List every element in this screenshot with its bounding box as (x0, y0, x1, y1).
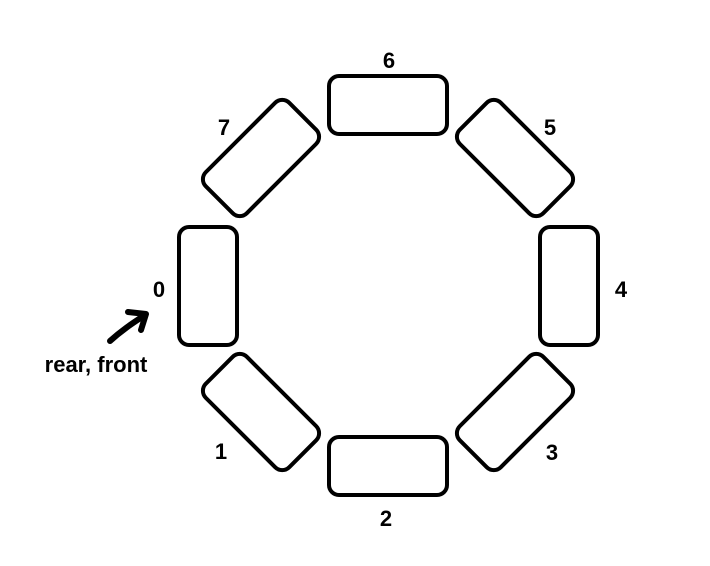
queue-slot-1: 1 (200, 351, 322, 473)
queue-slot-0: 0 (153, 225, 239, 347)
slot-box-2 (327, 435, 449, 497)
slot-index-label-7: 7 (218, 115, 230, 140)
slot-index-label-2: 2 (380, 506, 392, 531)
slot-index-label-3: 3 (546, 440, 558, 465)
slot-box-1 (200, 351, 322, 473)
slot-box-5 (454, 97, 576, 219)
queue-slot-7: 7 (200, 97, 322, 219)
pointer-label: rear, front (45, 352, 148, 377)
pointer-arrow (107, 309, 149, 344)
queue-slot-5: 5 (454, 97, 576, 219)
slot-index-label-1: 1 (215, 439, 227, 464)
slot-box-6 (327, 74, 449, 136)
queue-slot-3: 3 (454, 351, 576, 473)
queue-slot-6: 6 (327, 48, 449, 136)
slot-box-7 (200, 97, 322, 219)
slot-index-label-0: 0 (153, 277, 165, 302)
queue-slot-2: 2 (327, 435, 449, 531)
slot-box-3 (454, 351, 576, 473)
queue-slot-4: 4 (538, 225, 628, 347)
slot-index-label-6: 6 (383, 48, 395, 73)
slot-box-0 (177, 225, 239, 347)
slot-box-4 (538, 225, 600, 347)
slot-index-label-4: 4 (615, 277, 628, 302)
slot-index-label-5: 5 (544, 115, 556, 140)
pointer-arrow-head-icon (125, 309, 149, 333)
